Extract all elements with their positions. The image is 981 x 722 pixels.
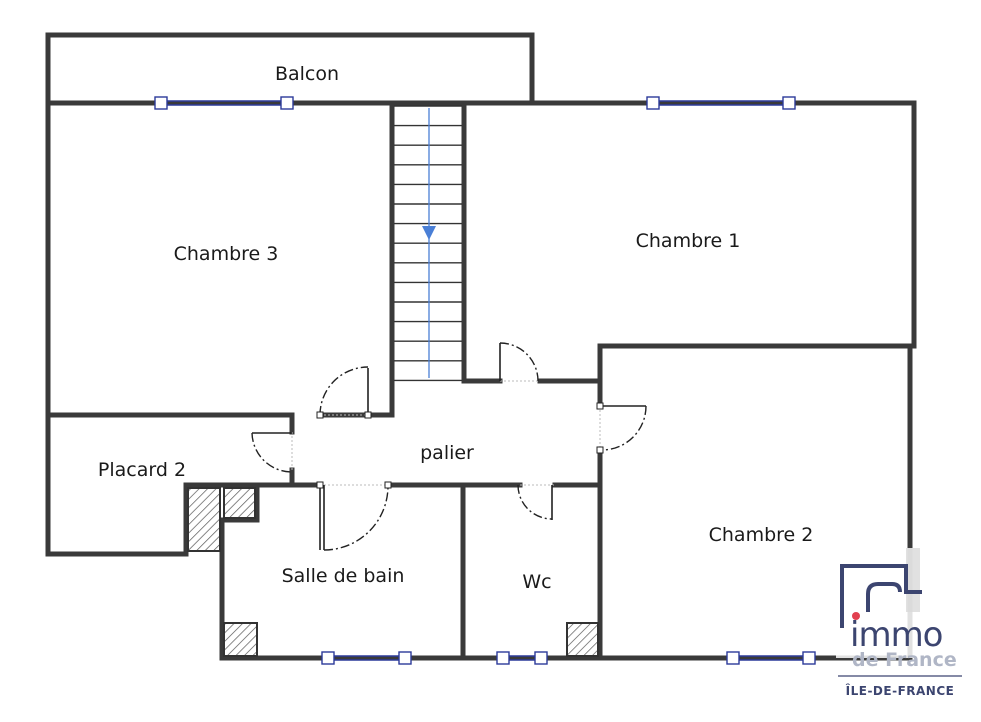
label-chambre3: Chambre 3 — [174, 243, 279, 265]
door-chambre3 — [316, 366, 372, 419]
logo-dot-icon — [852, 612, 860, 620]
shaft-bath-bottom — [223, 622, 258, 657]
label-chambre2: Chambre 2 — [709, 524, 814, 546]
logo-region-text: ÎLE-DE-FRANCE — [846, 683, 955, 698]
logo-main-text: immo — [850, 615, 943, 655]
balcon-wall — [45, 32, 535, 106]
door-bathroom — [316, 481, 392, 551]
window-bathroom — [321, 651, 412, 665]
logo-grey-block — [906, 548, 920, 612]
logo-sub-text: de France — [852, 649, 957, 671]
window-chambre1 — [646, 96, 796, 110]
label-placard2: Placard 2 — [98, 459, 186, 481]
room-labels: Balcon Chambre 3 Chambre 1 Placard 2 pal… — [98, 63, 813, 593]
walls — [45, 32, 917, 661]
house-roof-icon — [866, 582, 902, 612]
hatched-shafts — [187, 487, 599, 657]
arrow-down-icon — [422, 226, 436, 240]
label-palier: palier — [420, 442, 474, 464]
stair-left-wall — [365, 100, 395, 418]
chambre3-bottom-wall — [45, 412, 295, 435]
label-balcon: Balcon — [275, 63, 339, 85]
windows — [154, 96, 816, 665]
doors — [251, 342, 647, 551]
label-wc: Wc — [522, 571, 551, 593]
door-chambre1 — [499, 342, 539, 382]
placard2-wall — [45, 482, 260, 557]
window-chambre3 — [154, 96, 294, 110]
door-wc — [517, 484, 553, 520]
shaft-placard — [187, 487, 221, 552]
palier-outline — [291, 380, 601, 486]
door-placard2 — [251, 432, 293, 473]
window-chambre2 — [726, 651, 816, 665]
house-icon — [840, 564, 922, 628]
shaft-wc — [566, 622, 599, 657]
label-chambre1: Chambre 1 — [636, 230, 741, 252]
window-wc — [496, 651, 548, 665]
immo-de-france-logo: immo de France ÎLE-DE-FRANCE — [836, 548, 981, 698]
staircase — [394, 105, 462, 382]
label-salle-de-bain: Salle de bain — [282, 565, 405, 587]
door-chambre2 — [596, 402, 647, 454]
shaft-bath-top — [223, 487, 256, 519]
